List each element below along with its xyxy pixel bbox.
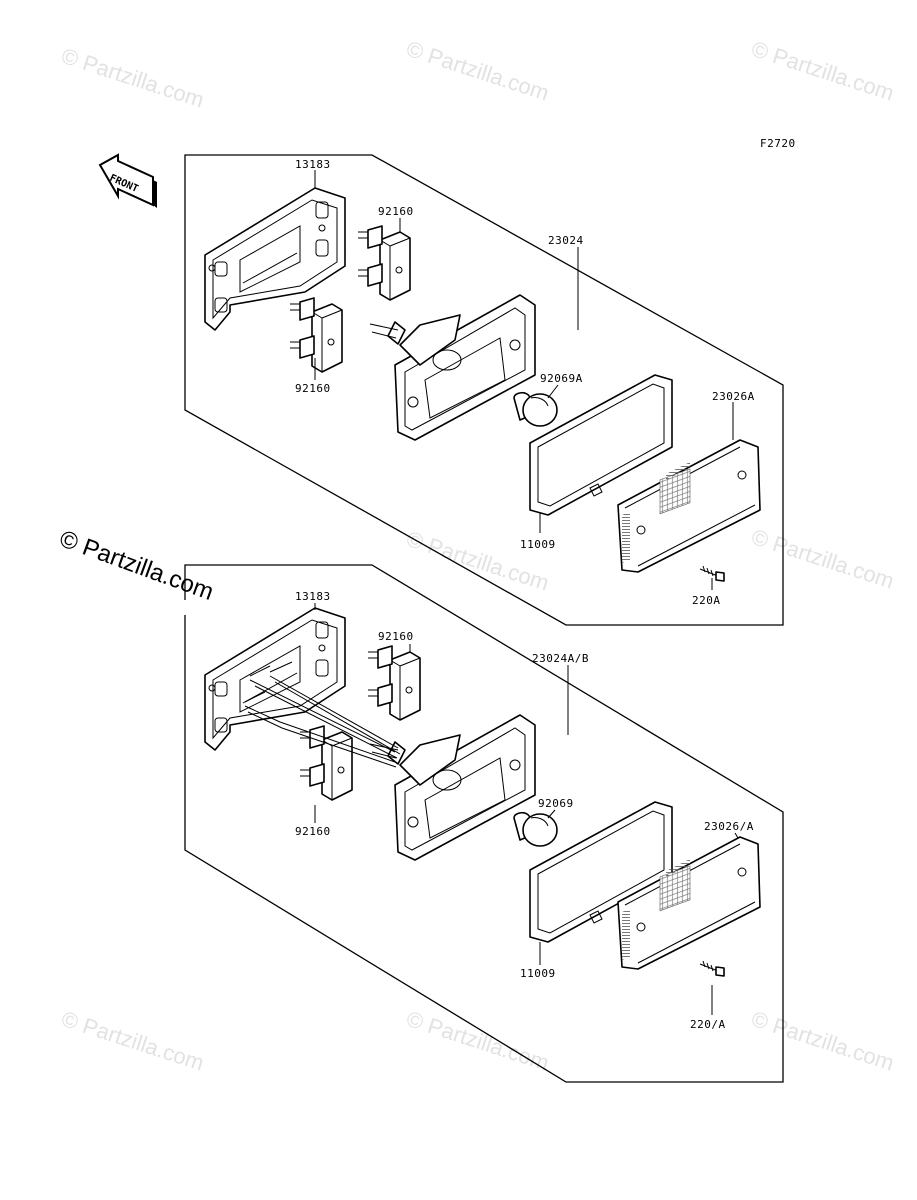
label-screw: 220A (692, 594, 721, 607)
label-grommet-bottom: 92160 (295, 825, 331, 838)
label-screw: 220/A (690, 1018, 726, 1031)
wire-leads (244, 661, 401, 768)
upper-assembly: 13183 92160 23024 92160 92069A 23026A 11… (184, 154, 784, 626)
label-lens: 23026/A (704, 820, 754, 833)
label-grommet-top: 92160 (378, 630, 414, 643)
front-arrow-icon: FRONT (98, 153, 157, 208)
watermark: © Partzilla.com (748, 524, 897, 594)
lower-assembly: 13183 92160 23024A/B 92160 92069 23026/A… (184, 564, 784, 1083)
watermark: © Partzilla.com (58, 1006, 207, 1076)
watermark: © Partzilla.com (58, 43, 207, 113)
label-grommet-top: 92160 (378, 205, 414, 218)
watermark-layer: © Partzilla.com © Partzilla.com © Partzi… (58, 36, 897, 1076)
label-assembly: 23024A/B (532, 652, 589, 665)
watermark: © Partzilla.com (748, 36, 897, 106)
grommet-92160-top (367, 645, 421, 721)
label-assembly: 23024 (548, 234, 584, 247)
watermark: © Partzilla.com (748, 1006, 897, 1076)
watermark: © Partzilla.com (403, 1006, 552, 1076)
screw-220-A (699, 960, 725, 977)
figure-code: F2720 (760, 137, 796, 150)
label-gasket: 11009 (520, 538, 556, 551)
label-lens: 23026A (712, 390, 755, 403)
assembly-outline (184, 154, 784, 626)
housing (369, 294, 536, 441)
label-bracket: 13183 (295, 158, 331, 171)
housing (369, 714, 536, 861)
label-bulb: 92069A (540, 372, 583, 385)
label-grommet-bottom: 92160 (295, 382, 331, 395)
label-bracket: 13183 (295, 590, 331, 603)
label-bulb: 92069 (538, 797, 574, 810)
bulb-92069 (513, 811, 558, 847)
assembly-outline (184, 564, 784, 1083)
bulb-92069A (513, 391, 558, 427)
grommet-92160-top (357, 225, 411, 301)
label-gasket: 11009 (520, 967, 556, 980)
watermark: © Partzilla.com (403, 526, 552, 596)
watermark: © Partzilla.com (403, 36, 552, 106)
grommet-92160-bottom (289, 297, 343, 373)
